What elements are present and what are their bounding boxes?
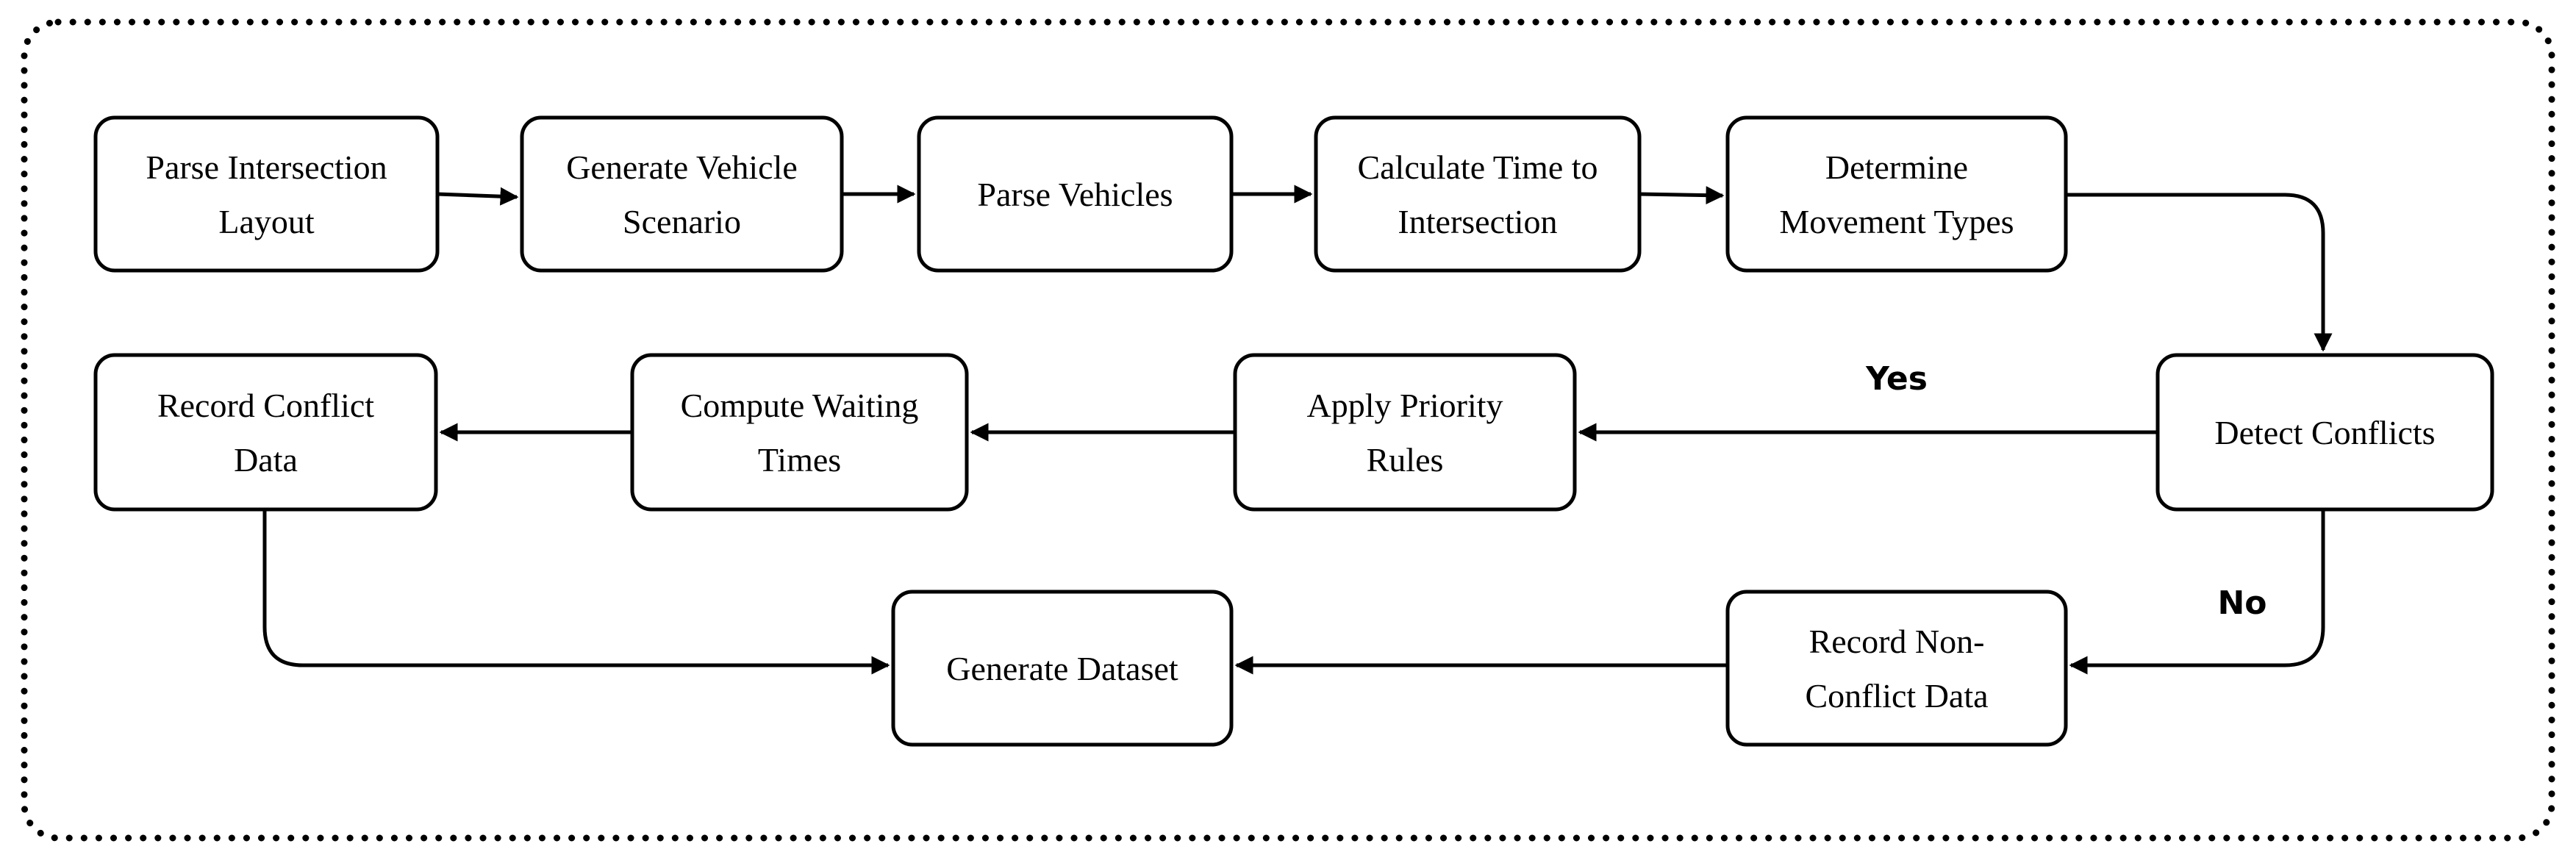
node-box <box>630 353 969 512</box>
node-box <box>891 590 1234 747</box>
arrow-record-conflict-to-generate-dataset <box>262 509 890 675</box>
node-label-line: Detect Conflicts <box>2214 414 2435 451</box>
node-record-non-conflict: Record Non- Conflict Data <box>1725 590 2068 747</box>
node-label-line: Times <box>758 441 841 479</box>
node-label-line: Parse Intersection <box>146 148 387 186</box>
node-generate-dataset: Generate Dataset <box>891 590 1234 747</box>
arrow-movement-types-to-detect-conflicts <box>2066 193 2333 352</box>
node-label-line: Movement Types <box>1779 203 2014 240</box>
node-label-line: Scenario <box>623 203 741 240</box>
edge-label-no: No <box>2217 584 2266 622</box>
node-label-line: Parse Vehicles <box>977 176 1173 213</box>
node-label-line: Record Non- <box>1809 623 1985 660</box>
node-box <box>93 353 438 512</box>
node-label-line: Data <box>234 441 298 479</box>
node-label-line: Determine <box>1825 148 1968 186</box>
node-box <box>1233 353 1577 512</box>
arrow-parse-layout-to-generate-scenario <box>437 187 519 206</box>
node-box <box>93 115 440 273</box>
arrow-calc-time-to-movement-types <box>1639 186 1725 205</box>
arrow-detect-conflicts-to-record-non-conflict <box>2069 509 2325 675</box>
node-label-line: Apply Priority <box>1306 387 1503 424</box>
node-box <box>520 115 844 273</box>
node-label-line: Layout <box>218 203 315 240</box>
node-label-line: Intersection <box>1398 203 1557 240</box>
node-label-line: Record Conflict <box>157 387 374 424</box>
node-box <box>917 115 1234 273</box>
node-box <box>1725 115 2068 273</box>
edges-layer <box>262 185 2333 675</box>
node-label-line: Generate Vehicle <box>566 148 798 186</box>
node-label-line: Conflict Data <box>1805 677 1988 715</box>
node-label-line: Rules <box>1367 441 1444 479</box>
node-box <box>1314 115 1642 273</box>
edge-label-yes: Yes <box>1865 360 1928 398</box>
node-label-line: Generate Dataset <box>946 650 1178 687</box>
node-label-line: Calculate Time to <box>1357 148 1598 186</box>
node-detect-conflicts: Detect Conflicts <box>2155 353 2494 512</box>
node-label-line: Compute Waiting <box>681 387 919 424</box>
node-calc-time: Calculate Time to Intersection <box>1314 115 1642 273</box>
node-box <box>2155 353 2494 512</box>
node-parse-vehicles: Parse Vehicles <box>917 115 1234 273</box>
node-box <box>1725 590 2068 747</box>
